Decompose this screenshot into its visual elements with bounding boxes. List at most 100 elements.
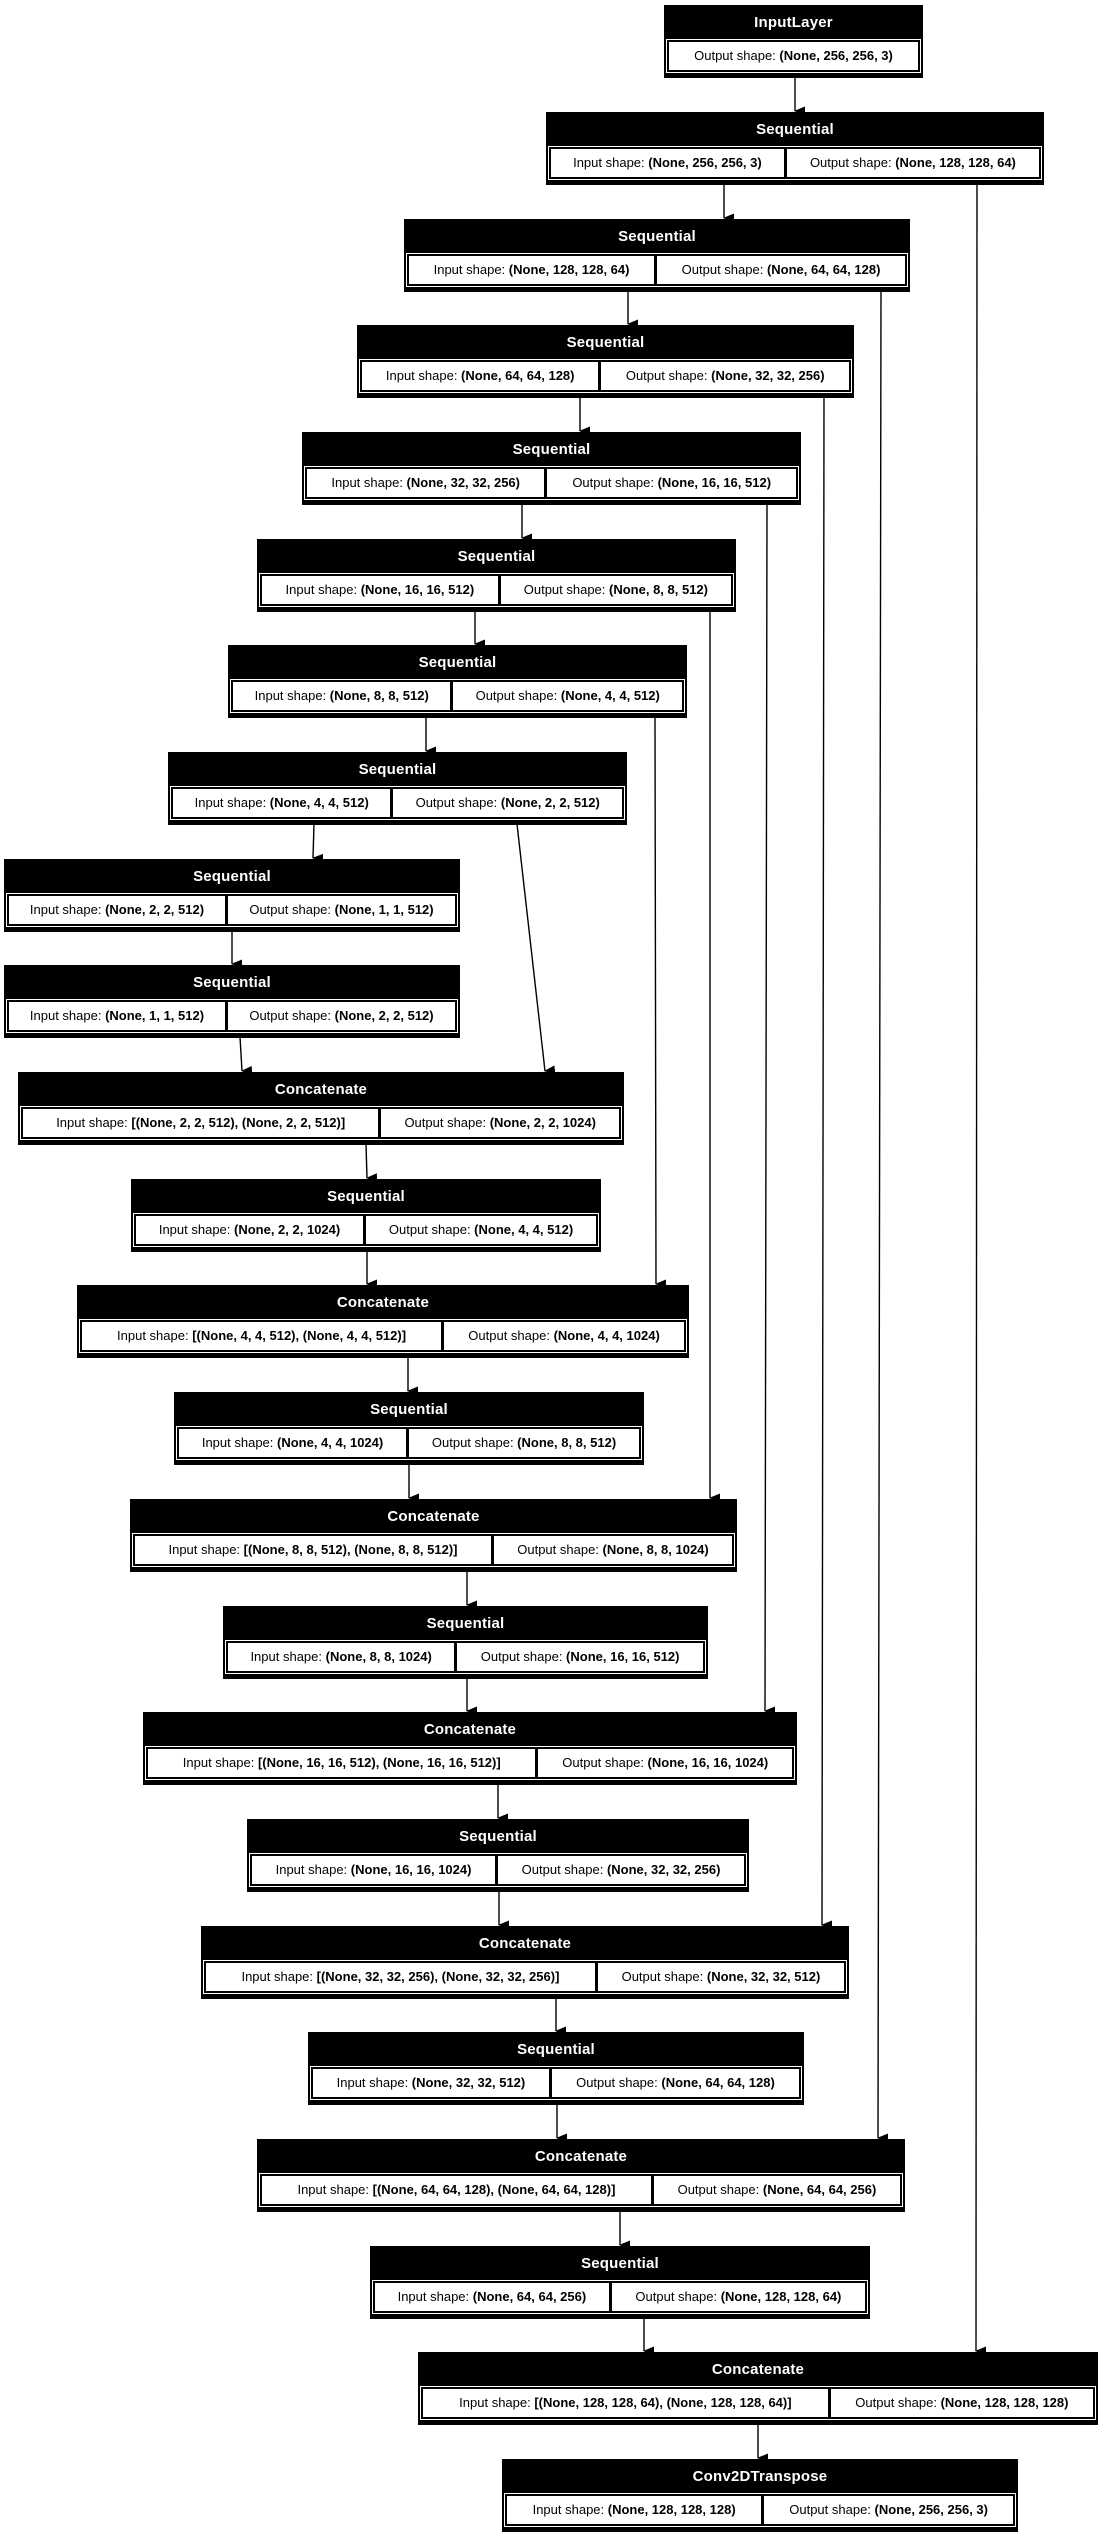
layer-title: Concatenate (534, 2148, 628, 2165)
input-shape-prefix: Input shape: (532, 2502, 608, 2517)
input-shape-cell: Input shape: [(None, 4, 4, 512), (None, … (82, 1322, 442, 1350)
output-shape-cell: Output shape: (None, 8, 8, 1024) (494, 1536, 732, 1564)
input-shape-value: (None, 1, 1, 512) (105, 1008, 205, 1023)
input-shape-cell: Input shape: (None, 4, 4, 512) (173, 789, 391, 817)
layer-shapes-row: Input shape: [(None, 32, 32, 256), (None… (203, 1960, 847, 1994)
layer-node-conv2dtranspose-24: Conv2DTranspose Input shape: (None, 128,… (502, 2459, 1018, 2532)
input-shape-prefix: Input shape: (459, 2395, 535, 2410)
input-shape-prefix: Input shape: (433, 262, 509, 277)
layer-node-concatenate-13: Concatenate Input shape: [(None, 4, 4, 5… (77, 1285, 689, 1358)
output-shape-value: (None, 64, 64, 128) (661, 2075, 775, 2090)
layer-title: Concatenate (711, 2361, 805, 2378)
layer-node-concatenate-11: Concatenate Input shape: [(None, 2, 2, 5… (18, 1072, 624, 1145)
input-shape-value: (None, 128, 128, 128) (607, 2502, 736, 2517)
output-shape-value: (None, 64, 64, 256) (762, 2182, 877, 2197)
input-shape-value: [(None, 64, 64, 128), (None, 64, 64, 128… (372, 2182, 616, 2197)
layer-node-sequential-7: Sequential Input shape: (None, 8, 8, 512… (228, 645, 687, 718)
layer-node-inputlayer-1: InputLayer Output shape: (None, 256, 256… (664, 5, 923, 78)
layer-shapes-row: Input shape: (None, 8, 8, 512) Output sh… (230, 679, 685, 713)
layer-node-concatenate-23: Concatenate Input shape: [(None, 128, 12… (418, 2352, 1098, 2425)
main-edge-10-to-11 (239, 1036, 253, 1075)
input-shape-prefix: Input shape: (56, 1115, 132, 1130)
layer-shapes-row: Input shape: [(None, 128, 128, 64), (Non… (420, 2386, 1096, 2420)
output-shape-prefix: Output shape: (562, 1755, 648, 1770)
layer-node-sequential-2: Sequential Input shape: (None, 256, 256,… (546, 112, 1044, 185)
layer-shapes-row: Input shape: (None, 32, 32, 256) Output … (304, 466, 799, 500)
layer-node-sequential-20: Sequential Input shape: (None, 32, 32, 5… (308, 2032, 804, 2105)
layer-node-concatenate-15: Concatenate Input shape: [(None, 8, 8, 5… (130, 1499, 737, 1572)
input-shape-value: [(None, 8, 8, 512), (None, 8, 8, 512)] (243, 1542, 458, 1557)
layer-node-sequential-10: Sequential Input shape: (None, 1, 1, 512… (4, 965, 460, 1038)
input-shape-prefix: Input shape: (397, 2289, 473, 2304)
skip-edge-4-to-19 (821, 396, 833, 1930)
layer-shapes-row: Input shape: (None, 4, 4, 1024) Output s… (176, 1426, 642, 1460)
skip-edge-3-to-21 (877, 290, 889, 2143)
input-shape-value: (None, 16, 16, 1024) (350, 1862, 472, 1877)
input-shape-value: (None, 16, 16, 512) (360, 582, 475, 597)
layer-title: Sequential (457, 548, 536, 565)
output-shape-prefix: Output shape: (625, 368, 712, 383)
output-shape-value: (None, 2, 2, 512) (500, 795, 600, 810)
input-shape-value: [(None, 2, 2, 512), (None, 2, 2, 512)] (131, 1115, 346, 1130)
layer-title: Sequential (358, 761, 437, 778)
layer-title: Sequential (756, 121, 834, 138)
layer-shapes-row: Input shape: [(None, 4, 4, 512), (None, … (79, 1319, 687, 1353)
output-shape-value: (None, 256, 256, 3) (874, 2502, 988, 2517)
input-shape-prefix: Input shape: (241, 1969, 317, 1984)
layer-node-concatenate-21: Concatenate Input shape: [(None, 64, 64,… (257, 2139, 905, 2212)
layer-title: Sequential (517, 2041, 595, 2058)
output-shape-prefix: Output shape: (855, 2395, 941, 2410)
output-shape-value: (None, 1, 1, 512) (334, 902, 434, 917)
input-shape-cell: Input shape: (None, 1, 1, 512) (9, 1002, 225, 1030)
input-shape-prefix: Input shape: (573, 155, 649, 170)
input-shape-prefix: Input shape: (29, 1008, 106, 1023)
layer-shapes-row: Input shape: (None, 64, 64, 256) Output … (372, 2280, 868, 2314)
output-shape-cell: Output shape: (None, 256, 256, 3) (764, 2496, 1013, 2524)
output-shape-prefix: Output shape: (249, 1008, 335, 1023)
output-shape-value: (None, 4, 4, 512) (560, 688, 660, 703)
main-edge-11-to-12 (365, 1143, 378, 1183)
output-shape-value: (None, 8, 8, 512) (517, 1435, 617, 1450)
layer-shapes-row: Input shape: (None, 4, 4, 512) Output sh… (170, 786, 625, 820)
output-shape-prefix: Output shape: (475, 688, 561, 703)
skip-edge-8-to-11 (516, 823, 556, 1075)
skip-edge-5-to-17 (764, 503, 776, 1716)
layer-node-concatenate-19: Concatenate Input shape: [(None, 32, 32,… (201, 1926, 849, 1999)
layer-shapes-row: Input shape: (None, 16, 16, 1024) Output… (249, 1853, 747, 1887)
output-shape-cell: Output shape: (None, 16, 16, 512) (547, 469, 796, 497)
input-shape-value: (None, 4, 4, 1024) (277, 1435, 384, 1450)
layer-title: Sequential (327, 1188, 405, 1205)
output-shape-cell: Output shape: (None, 64, 64, 128) (551, 2069, 799, 2097)
input-shape-prefix: Input shape: (385, 368, 462, 383)
layer-shapes-row: Input shape: (None, 8, 8, 1024) Output s… (225, 1640, 706, 1674)
output-shape-prefix: Output shape: (468, 1328, 554, 1343)
input-shape-value: (None, 64, 64, 256) (472, 2289, 587, 2304)
input-shape-prefix: Input shape: (297, 2182, 373, 2197)
input-shape-prefix: Input shape: (29, 902, 106, 917)
input-shape-value: (None, 2, 2, 1024) (234, 1222, 341, 1237)
layer-title: Sequential (581, 2255, 659, 2272)
layer-node-sequential-5: Sequential Input shape: (None, 32, 32, 2… (302, 432, 801, 505)
output-shape-cell: Output shape: (None, 4, 4, 1024) (444, 1322, 684, 1350)
layer-title: Sequential (370, 1401, 448, 1418)
input-shape-prefix: Input shape: (336, 2075, 412, 2090)
output-shape-cell: Output shape: (None, 64, 64, 128) (657, 256, 906, 284)
input-shape-value: (None, 32, 32, 256) (406, 475, 520, 490)
input-shape-cell: Input shape: (None, 16, 16, 1024) (252, 1856, 496, 1884)
skip-edge-2-to-23 (975, 183, 987, 2356)
output-shape-cell: Output shape: (None, 2, 2, 1024) (381, 1109, 619, 1137)
input-shape-cell: Input shape: (None, 16, 16, 512) (262, 576, 498, 604)
output-shape-cell: Output shape: (None, 2, 2, 512) (227, 1002, 455, 1030)
output-shape-prefix: Output shape: (621, 1969, 707, 1984)
output-shape-cell: Output shape: (None, 128, 128, 64) (786, 149, 1039, 177)
output-shape-prefix: Output shape: (809, 155, 896, 170)
output-shape-prefix: Output shape: (572, 475, 658, 490)
layer-title: Sequential (193, 974, 271, 991)
input-shape-value: (None, 256, 256, 3) (648, 155, 762, 170)
input-shape-prefix: Input shape: (250, 1649, 326, 1664)
layer-title: Sequential (459, 1828, 537, 1845)
layer-title: Sequential (512, 441, 591, 458)
output-shape-value: (None, 32, 32, 256) (606, 1862, 721, 1877)
output-shape-prefix: Output shape: (404, 1115, 490, 1130)
